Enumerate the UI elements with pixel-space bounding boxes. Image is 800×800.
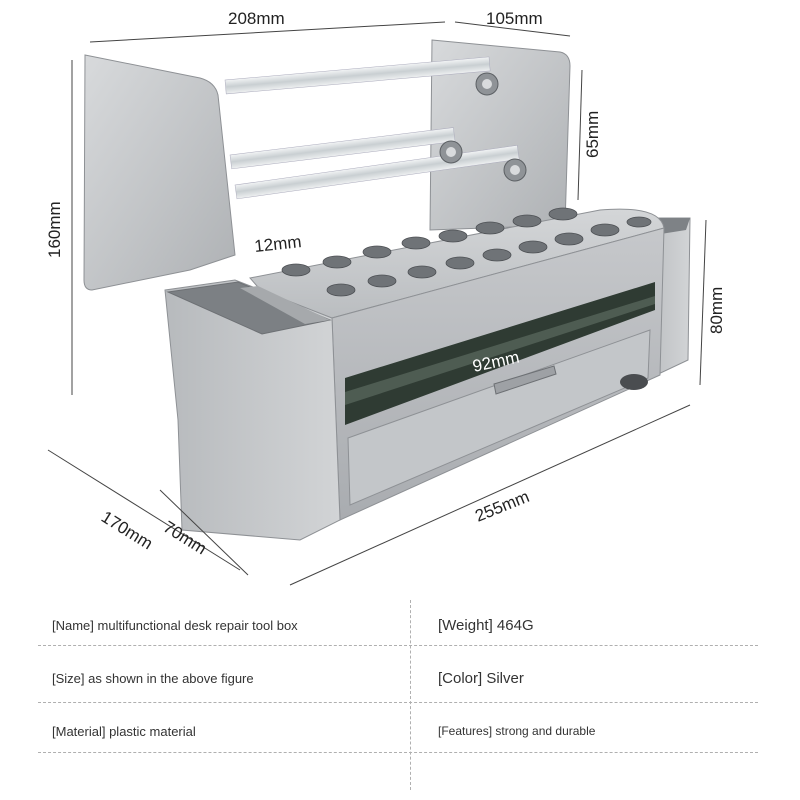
column-divider [410, 600, 411, 790]
spec-color: [Color] Silver [438, 670, 524, 687]
row-divider [38, 752, 758, 753]
tool-box-diagram: 208mm 105mm 160mm 65mm 12mm 80mm 92mm 25… [45, 9, 726, 586]
dim-width-top: 208mm [228, 9, 285, 28]
row-divider [38, 645, 758, 646]
spec-weight: [Weight] 464G [438, 617, 534, 634]
hole-grid [281, 207, 652, 297]
spec-size: [Size] as shown in the above figure [52, 671, 254, 686]
dim-depth-base: 170mm [98, 507, 156, 553]
drawer [347, 329, 651, 506]
spec-material: [Material] plastic material [52, 724, 196, 739]
spec-features: [Features] strong and durable [438, 724, 596, 738]
row-divider [38, 702, 758, 703]
side-bin-left [164, 279, 341, 541]
dim-hole-size: 12mm [253, 232, 302, 256]
drawer-handle [493, 365, 557, 395]
spec-table: [Name] multifunctional desk repair tool … [0, 600, 800, 800]
spec-name: [Name] multifunctional desk repair tool … [52, 618, 298, 633]
rod-middle [229, 127, 456, 170]
dim-rod-gap: 65mm [583, 111, 602, 158]
back-panel-left [83, 54, 236, 291]
dim-length-front: 255mm [472, 487, 532, 526]
back-panel-right [429, 39, 571, 231]
rod-top [224, 56, 491, 95]
dim-depth-top: 105mm [486, 9, 543, 28]
dim-side-height: 80mm [707, 287, 726, 334]
dim-height-total: 160mm [45, 201, 64, 258]
